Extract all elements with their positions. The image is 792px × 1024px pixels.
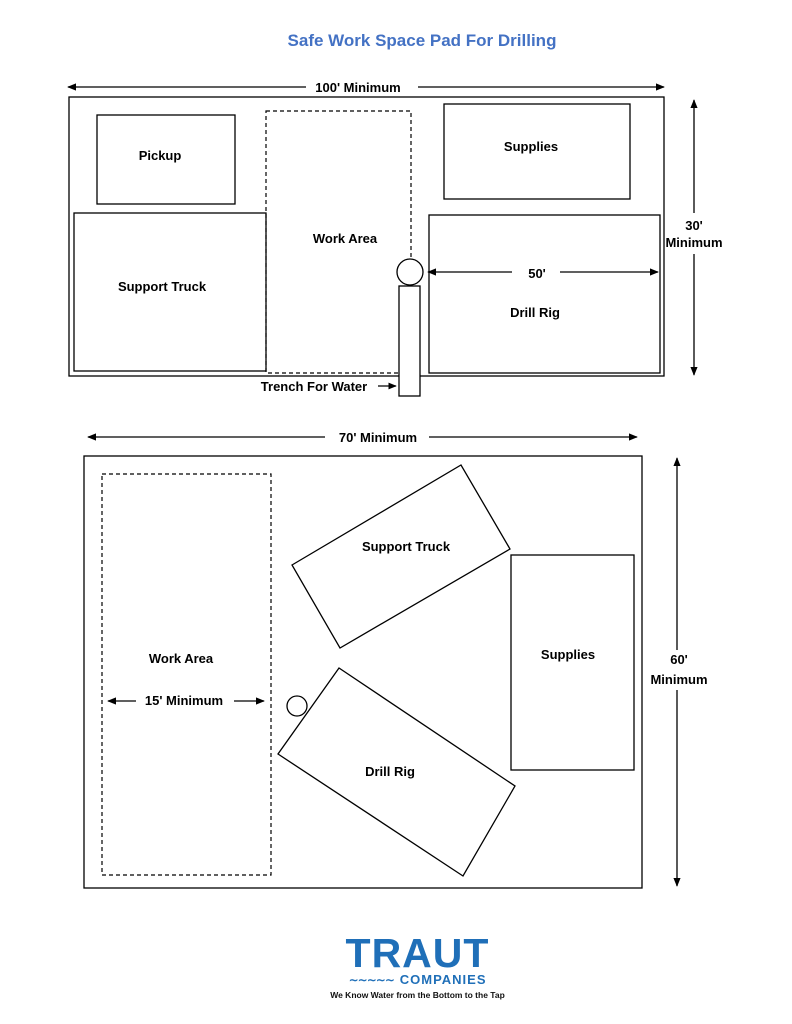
wave-icon: ∼∼∼∼∼: [348, 973, 394, 987]
supplies-box-1: [443, 103, 631, 200]
drill-rig-label-2: Drill Rig: [365, 764, 415, 779]
layout-1: 100' Minimum Pickup Work Area Supplies S…: [67, 80, 723, 397]
pad-outline-2: [83, 455, 643, 889]
borehole-1: [396, 258, 424, 286]
borehole-2: [286, 695, 308, 717]
trench-label: Trench For Water: [261, 379, 367, 394]
height-label-1-line1: 30': [685, 218, 703, 233]
height-label-2-line2: Minimum: [650, 672, 707, 687]
height-label-1-line2: Minimum: [665, 235, 722, 250]
page-title: Safe Work Space Pad For Drilling: [287, 31, 557, 50]
supplies-label-2: Supplies: [541, 647, 595, 662]
supplies-label-1: Supplies: [504, 139, 558, 154]
pickup-label: Pickup: [139, 148, 182, 163]
support-truck-box-1: [73, 212, 267, 372]
work-area-label-2: Work Area: [149, 651, 214, 666]
work-area-label-1: Work Area: [313, 231, 378, 246]
height-label-2-line1: 60': [670, 652, 688, 667]
support-truck-label-1: Support Truck: [118, 279, 207, 294]
pickup-box: [96, 114, 236, 205]
traut-logo: TRAUT ∼∼∼∼∼ COMPANIES We Know Water from…: [310, 930, 525, 1001]
supplies-box-2: [510, 554, 635, 771]
logo-tagline: We Know Water from the Bottom to the Tap: [330, 990, 505, 1000]
drill-rig-box-1: [428, 214, 661, 374]
work-area-box-2: [101, 473, 272, 876]
logo-subtitle: COMPANIES: [399, 972, 487, 987]
rig-length-label: 50': [528, 266, 546, 281]
drill-rig-label-1: Drill Rig: [510, 305, 560, 320]
layout-2: 70' Minimum Work Area 15' Minimum Suppor…: [83, 430, 708, 889]
support-truck-box-2: [291, 464, 511, 649]
logo-name: TRAUT: [345, 930, 490, 976]
work-area-width-label: 15' Minimum: [145, 693, 223, 708]
trench-1: [398, 285, 421, 397]
width-label-2: 70' Minimum: [339, 430, 417, 445]
pad-outline-1: [68, 96, 665, 377]
width-label-1: 100' Minimum: [315, 80, 400, 95]
support-truck-label-2: Support Truck: [362, 539, 451, 554]
drill-rig-box-2: [277, 667, 516, 877]
